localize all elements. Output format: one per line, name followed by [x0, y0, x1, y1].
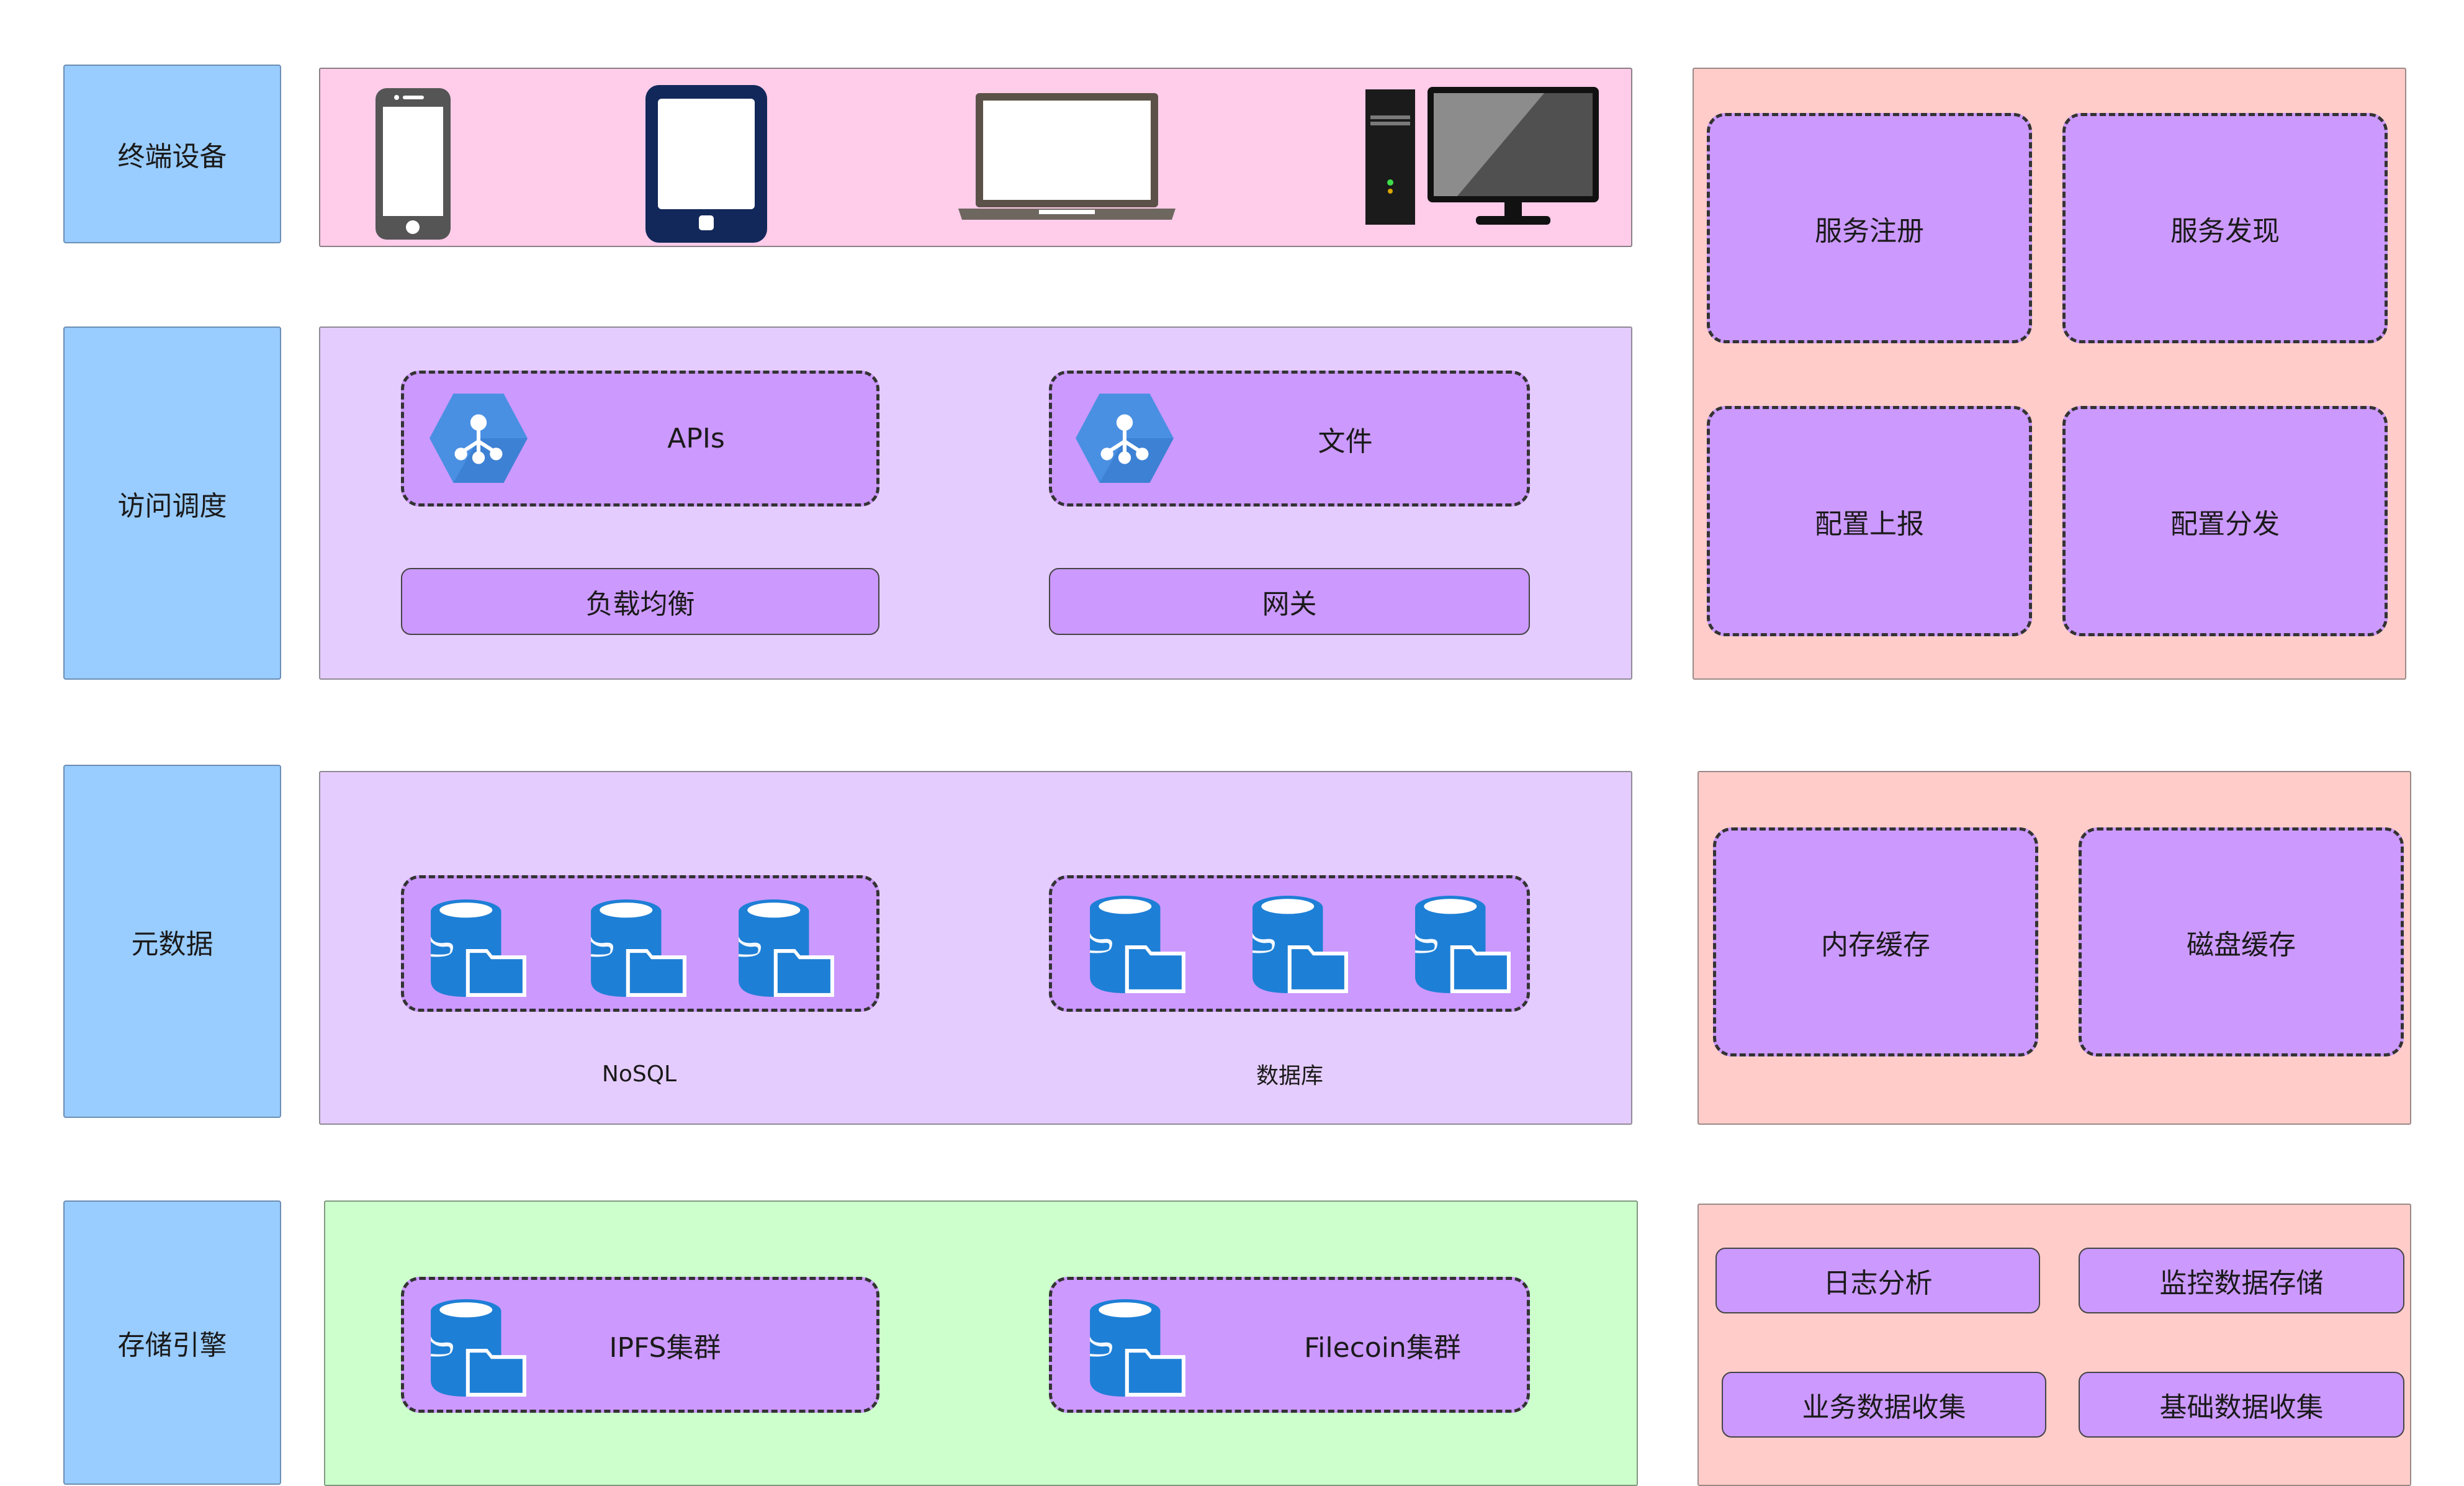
- apis-label: APIs: [667, 423, 725, 454]
- layer-label-access: 访问调度: [63, 326, 281, 680]
- files-label: 文件: [1318, 425, 1373, 457]
- monitoring-panel: [1697, 1204, 2411, 1486]
- database-folder-icon: [735, 898, 835, 998]
- database-folder-icon: [427, 898, 528, 998]
- database-folder-icon: [1249, 894, 1349, 994]
- layer-label-storage: 存储引擎: [63, 1200, 281, 1485]
- filecoin-label: Filecoin集群: [1304, 1331, 1461, 1364]
- database-folder-icon: [427, 1297, 528, 1398]
- ipfs-label: IPFS集群: [609, 1331, 721, 1364]
- config-report[interactable]: 配置上报: [1707, 406, 2032, 636]
- tablet-icon: [644, 84, 768, 244]
- desktop-computer-icon: [1364, 86, 1600, 226]
- laptop-icon: [958, 92, 1176, 222]
- hexagon-network-icon: [1074, 392, 1175, 484]
- database-folder-icon: [1086, 1297, 1187, 1398]
- database-folder-icon: [1086, 894, 1187, 994]
- nosql-caption: NoSQL: [601, 1061, 677, 1087]
- service-discovery[interactable]: 服务发现: [2062, 113, 2388, 343]
- hexagon-network-icon: [428, 392, 529, 484]
- load-balance-component[interactable]: 负载均衡: [401, 568, 879, 635]
- disk-cache[interactable]: 磁盘缓存: [2079, 827, 2404, 1056]
- database-folder-icon: [1411, 894, 1512, 994]
- service-registration[interactable]: 服务注册: [1707, 113, 2032, 343]
- gateway-component[interactable]: 网关: [1049, 568, 1530, 635]
- database-caption: 数据库: [1256, 1063, 1323, 1089]
- layer-label-metadata: 元数据: [63, 765, 281, 1118]
- layer-label-terminal: 终端设备: [63, 65, 281, 243]
- monitor-data-storage[interactable]: 监控数据存储: [2079, 1248, 2404, 1313]
- database-folder-icon: [587, 898, 688, 998]
- base-data-collection[interactable]: 基础数据收集: [2079, 1372, 2404, 1438]
- config-dispatch[interactable]: 配置分发: [2062, 406, 2388, 636]
- business-data-collection[interactable]: 业务数据收集: [1722, 1372, 2046, 1438]
- memory-cache[interactable]: 内存缓存: [1713, 827, 2038, 1056]
- smartphone-icon: [374, 87, 452, 241]
- log-analysis[interactable]: 日志分析: [1715, 1248, 2040, 1313]
